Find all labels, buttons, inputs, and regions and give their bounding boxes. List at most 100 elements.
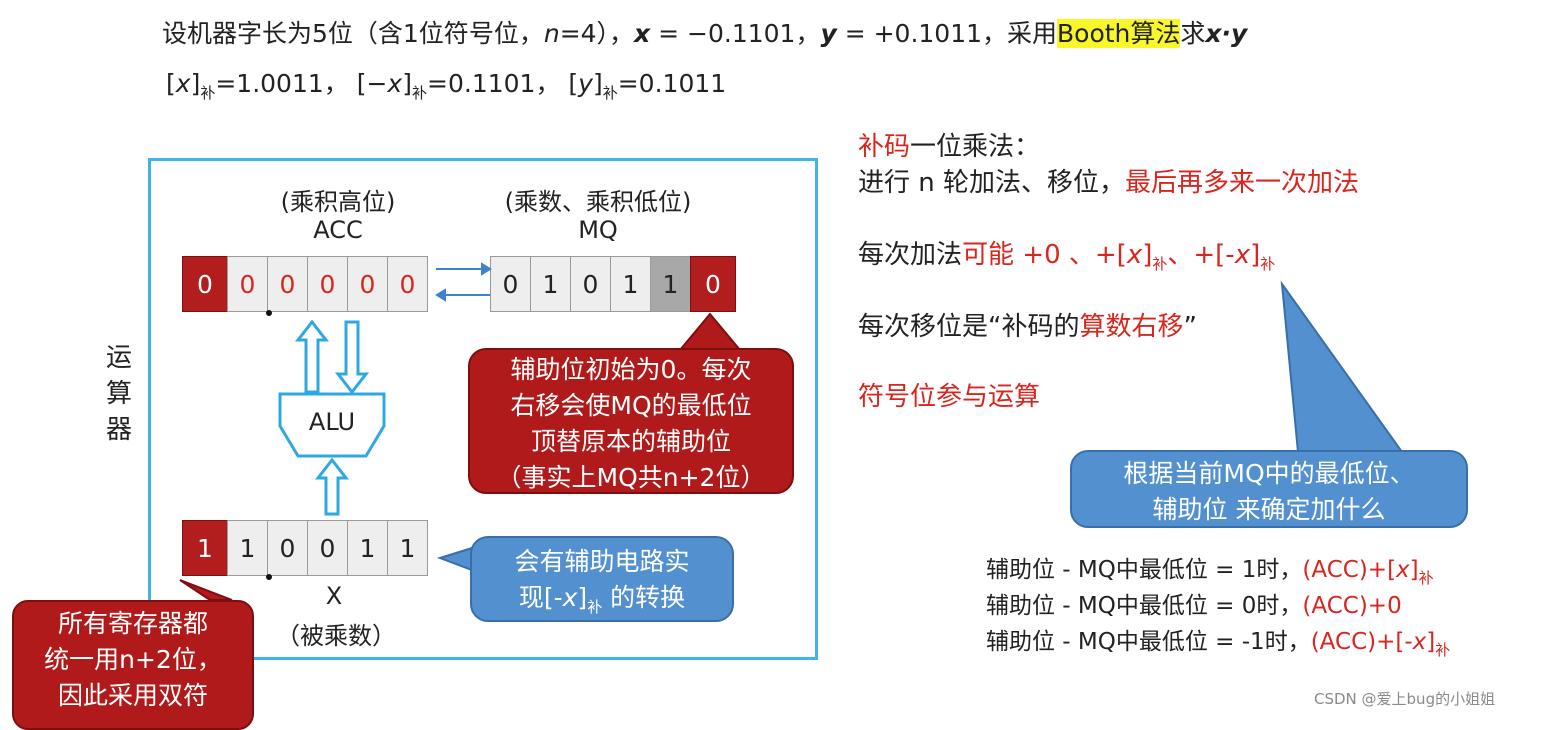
callout-text: 现[- bbox=[518, 583, 563, 612]
decide-callout: 根据当前MQ中的最低位、 辅助位 来确定加什么 bbox=[1070, 450, 1468, 528]
callout-sub: 补 bbox=[587, 598, 603, 616]
note-text: 每次加法 bbox=[858, 240, 963, 270]
acc-bit: 0 bbox=[387, 256, 428, 312]
alu-block bbox=[278, 392, 386, 458]
acc-to-mq-arrow bbox=[436, 262, 492, 276]
callout-line: （事实上MQ共n+2位） bbox=[496, 463, 766, 492]
x-bit: 0 bbox=[267, 520, 308, 576]
acc-bit: 0 bbox=[267, 256, 308, 312]
mq-lowest-bit: 1 bbox=[650, 256, 691, 312]
rule-row: 辅助位 - MQ中最低位 = -1时，(ACC)+[-x]补 bbox=[986, 622, 1450, 660]
note-red: 最后再多来一次加法 bbox=[1125, 168, 1360, 198]
mq-bit: 1 bbox=[610, 256, 651, 312]
arithmetic-unit-frame bbox=[148, 158, 818, 660]
x-sign-bit: 1 bbox=[182, 520, 228, 576]
acc-bit: 0 bbox=[227, 256, 268, 312]
acc-register: 0 0 0 0 0 0 bbox=[182, 256, 428, 312]
registers-callout: 所有寄存器都 统一用n+2位， 因此采用双符 bbox=[12, 600, 254, 730]
alu-label: ALU bbox=[308, 408, 356, 436]
statement-text: =4）， bbox=[559, 19, 635, 48]
x-bit: 0 bbox=[307, 520, 348, 576]
callout-line: 右移会使MQ的最低位 bbox=[510, 391, 752, 420]
note-title-rest: 一位乘法： bbox=[910, 132, 1041, 162]
statement-text: 求 bbox=[1180, 19, 1206, 48]
acc-bit: 0 bbox=[347, 256, 388, 312]
rule-x: x bbox=[1396, 557, 1410, 583]
complement-value: =0.1101， bbox=[427, 69, 561, 98]
booth-highlight: Booth算法 bbox=[1057, 19, 1181, 48]
note-rounds: 进行 n 轮加法、移位，最后再多来一次加法 bbox=[858, 162, 1359, 199]
rule-row: 辅助位 - MQ中最低位 = 1时，(ACC)+[x]补 bbox=[986, 550, 1434, 588]
rule-cond: 辅助位 - MQ中最低位 = 1时， bbox=[986, 557, 1303, 583]
callout-line: 根据当前MQ中的最低位、 bbox=[1123, 459, 1415, 488]
callout-line: 辅助位 来确定加什么 bbox=[1152, 495, 1386, 524]
note-shift: 每次移位是“补码的算数右移” bbox=[858, 306, 1197, 343]
side-char: 算 bbox=[106, 379, 133, 409]
rule-row: 辅助位 - MQ中最低位 = 0时，(ACC)+0 bbox=[986, 586, 1402, 620]
aux-bit-callout: 辅助位初始为0。每次 右移会使MQ的最低位 顶替原本的辅助位 （事实上MQ共n+… bbox=[468, 348, 794, 494]
statement-text: = +0.1011，采用 bbox=[836, 19, 1058, 48]
acc-bit: 0 bbox=[307, 256, 348, 312]
neg-x-callout: 会有辅助电路实 现[-x]补 的转换 bbox=[470, 536, 734, 622]
note-sign-bit: 符号位参与运算 bbox=[858, 382, 1041, 412]
complement-y: y bbox=[578, 69, 593, 98]
callout-line: 会有辅助电路实 bbox=[514, 547, 690, 576]
mq-bit: 0 bbox=[570, 256, 611, 312]
rule-op: (ACC)+0 bbox=[1302, 593, 1402, 619]
rule-cond: 辅助位 - MQ中最低位 = -1时， bbox=[986, 629, 1311, 655]
complement-sub: 补 bbox=[412, 84, 428, 102]
complement-value: =1.0011， bbox=[215, 69, 349, 98]
note-title-red: 补码 bbox=[858, 132, 911, 162]
rule-x: x bbox=[1412, 629, 1427, 655]
mq-aux-bit: 0 bbox=[690, 256, 736, 312]
note-text: 每次移位是“补码的 bbox=[858, 312, 1080, 342]
note-text: 进行 n 轮加法、移位， bbox=[858, 168, 1126, 198]
rule-sub: 补 bbox=[1418, 569, 1434, 587]
mq-register: 0 1 0 1 1 0 bbox=[490, 256, 736, 312]
note-text: ” bbox=[1183, 312, 1197, 342]
complement-neg-x: −x bbox=[366, 69, 403, 98]
callout-line: 顶替原本的辅助位 bbox=[530, 427, 731, 456]
statement-xy: x·y bbox=[1205, 19, 1248, 48]
callout-line: 所有寄存器都 bbox=[57, 609, 208, 638]
complement-sub: 补 bbox=[602, 84, 618, 102]
callout-line: 因此采用双符 bbox=[57, 681, 208, 710]
complement-value: =0.1011 bbox=[617, 69, 727, 98]
x-to-alu-arrow bbox=[314, 457, 350, 516]
connection-dot bbox=[266, 310, 272, 316]
callout-x: x bbox=[562, 583, 578, 612]
rule-op-text: (ACC)+[ bbox=[1302, 557, 1397, 583]
note-title: 补码一位乘法： bbox=[858, 126, 1040, 163]
watermark: CSDN @爱上bug的小姐姐 bbox=[1314, 690, 1496, 708]
x-bit: 1 bbox=[387, 520, 428, 576]
connection-dot bbox=[266, 574, 272, 580]
side-char: 器 bbox=[106, 415, 133, 445]
statement-x: x bbox=[634, 19, 651, 48]
note-sub: 补 bbox=[1152, 255, 1168, 273]
x-caption: （被乘数） bbox=[276, 622, 396, 650]
x-bit: 1 bbox=[347, 520, 388, 576]
note-red-text: 可能 +0 、+[ bbox=[962, 240, 1127, 270]
statement-text: 设机器字长为5位（含1位符号位， bbox=[162, 19, 544, 48]
mq-bit: 0 bbox=[490, 256, 531, 312]
callout-line: 辅助位初始为0。每次 bbox=[510, 355, 752, 384]
mq-to-acc-arrow bbox=[435, 288, 490, 302]
note-x: x bbox=[1126, 240, 1143, 270]
note-red: 算数右移 bbox=[1079, 312, 1184, 342]
statement-y: y bbox=[820, 19, 837, 48]
acc-sign-bit: 0 bbox=[182, 256, 228, 312]
side-char: 运 bbox=[106, 343, 133, 373]
statement-n: n bbox=[543, 19, 560, 48]
callout-line: 统一用n+2位， bbox=[44, 645, 222, 674]
complement-sub: 补 bbox=[200, 84, 216, 102]
rule-op: (ACC)+[-x]补 bbox=[1310, 629, 1451, 659]
mq-caption: (乘数、乘积低位) bbox=[504, 188, 692, 216]
acc-name: ACC bbox=[313, 216, 363, 244]
rule-op: (ACC)+[x]补 bbox=[1302, 557, 1434, 587]
problem-statement: 设机器字长为5位（含1位符号位，n=4），x = −0.1101，y = +0.… bbox=[162, 14, 1247, 50]
alu-to-acc-arrow bbox=[294, 319, 330, 394]
callout-line: 现[-x]补 的转换 bbox=[518, 583, 686, 616]
note-red-text: 、+[- bbox=[1167, 240, 1235, 270]
rule-cond: 辅助位 - MQ中最低位 = 0时， bbox=[986, 593, 1303, 619]
